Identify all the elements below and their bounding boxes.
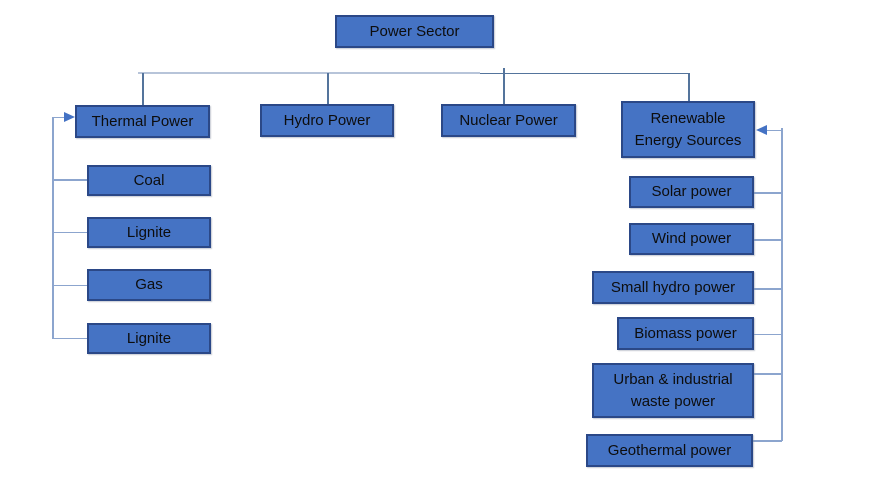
connector-drop-nuclear [503,68,505,104]
connector-drop-hydro [327,73,329,104]
connector-top-horizontal-dark [480,72,690,74]
node-solar-power: Solar power [629,176,754,208]
connector-drop-thermal [142,73,144,105]
node-urban-industrial-waste-power: Urban & industrial waste power [592,363,754,418]
node-lignite-1: Lignite [87,217,211,248]
connector-right-rail [781,128,783,441]
connector-right-stub-solar [754,192,782,194]
node-power-sector: Power Sector [335,15,494,48]
connector-left-stub-gas [52,284,88,286]
node-coal: Coal [87,165,211,196]
node-hydro-power: Hydro Power [260,104,394,137]
node-gas: Gas [87,269,211,301]
arrowhead-right-icon [64,111,75,122]
connector-right-stub-small-hydro [754,288,782,290]
connector-drop-renewable [688,73,690,101]
node-small-hydro-power: Small hydro power [592,271,754,304]
connector-top-horizontal-light [138,72,480,74]
connector-right-stub-biomass [754,333,782,335]
arrowhead-left-icon [756,124,767,135]
node-lignite-2: Lignite [87,323,211,354]
node-biomass-power: Biomass power [617,317,754,350]
connector-right-stub-renewable [767,129,782,131]
node-thermal-power: Thermal Power [75,105,210,138]
connector-right-stub-geothermal [753,440,782,442]
node-wind-power: Wind power [629,223,754,255]
connector-left-stub-lignite1 [52,231,88,233]
connector-left-rail [52,117,54,339]
node-geothermal-power: Geothermal power [586,434,753,467]
connector-right-stub-wind [754,239,782,241]
connector-right-stub-urban [754,373,782,375]
node-nuclear-power: Nuclear Power [441,104,576,137]
connector-left-stub-coal [52,179,88,181]
connector-left-stub-thermal [52,116,65,118]
connector-left-stub-lignite2 [52,337,88,339]
node-renewable-energy-sources: Renewable Energy Sources [621,101,755,158]
